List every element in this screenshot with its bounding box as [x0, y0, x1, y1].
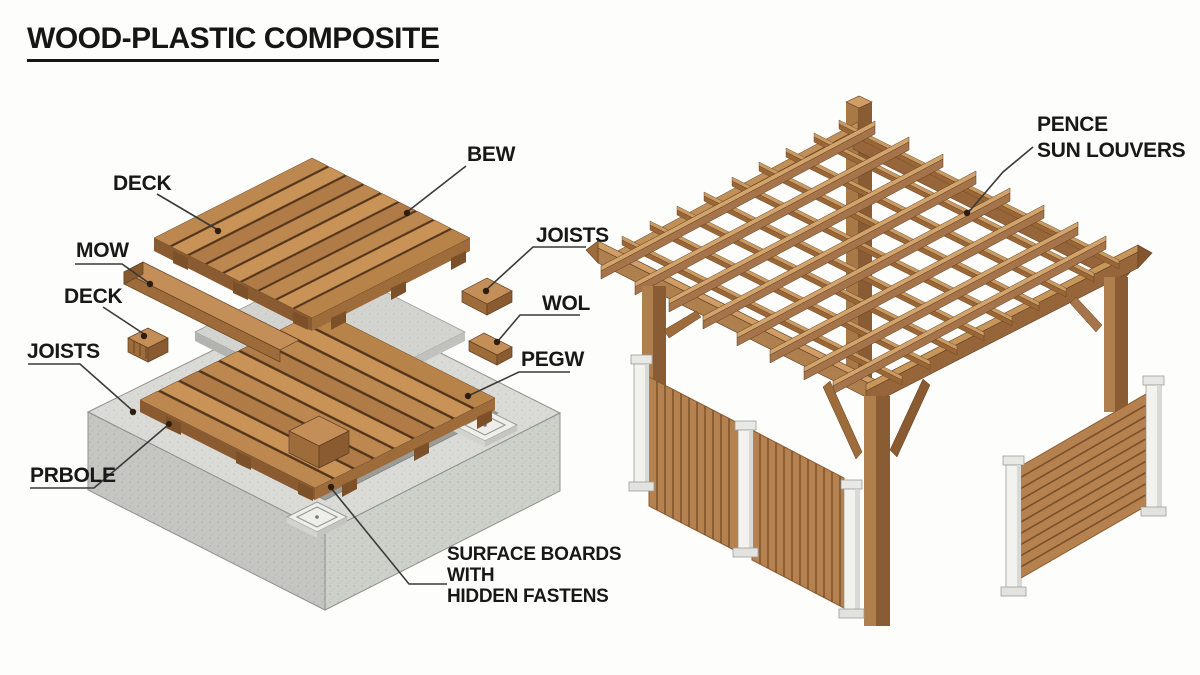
knee-brace: [822, 380, 863, 460]
wol-block: [468, 332, 513, 366]
label-bew: BEW: [467, 143, 516, 166]
pergola-front-post: [822, 378, 931, 626]
pergola-right-post: [1069, 277, 1128, 412]
pergola-sun-louvers: [600, 120, 1107, 395]
pergola-rafters: [621, 119, 1120, 386]
label-deck-block: DECK: [64, 285, 123, 308]
exploded-deck-illustration: [86, 157, 562, 611]
top-deck-feet: [173, 251, 466, 330]
fence-panel-left-1: [648, 376, 739, 553]
fence-slat-gaps: [759, 434, 841, 606]
pergola-left-post: [642, 286, 702, 400]
fence-panel-right: [1020, 393, 1147, 579]
fence-white-posts: [628, 354, 1167, 619]
knee-brace: [889, 378, 931, 458]
pergola-illustration: [585, 95, 1167, 626]
leader-dots: [129, 209, 971, 491]
mow-plank: [123, 261, 300, 363]
deck-end-block: [127, 327, 169, 363]
label-joists-right: JOISTS: [536, 224, 609, 247]
fence-panel-left-2: [751, 429, 845, 609]
white-post: [732, 420, 759, 558]
white-post: [838, 479, 865, 619]
leader-lines: [28, 146, 1034, 585]
white-post: [1140, 375, 1167, 517]
label-pegw: PEGW: [521, 348, 584, 371]
fence-slat-gaps: [1020, 404, 1147, 568]
label-surface-boards: SURFACE BOARDS WITH HIDDEN FASTENS: [447, 544, 622, 607]
lower-deck-feet: [166, 410, 492, 501]
joist-block: [461, 277, 513, 316]
fence-slat-gaps: [656, 381, 730, 548]
label-deck-top: DECK: [113, 172, 172, 195]
base-pedestal: [285, 501, 349, 538]
knee-brace: [663, 310, 702, 339]
label-prbole: PRBOLE: [30, 464, 116, 487]
label-pence-sun-louvers: PENCE SUN LOUVERS: [1037, 113, 1186, 162]
label-wol: WOL: [542, 292, 591, 315]
white-post: [1000, 455, 1027, 597]
top-deck-boards: [153, 157, 471, 331]
deck-cube-block: [288, 415, 350, 469]
page-title: WOOD-PLASTIC COMPOSITE: [27, 22, 440, 62]
knee-brace: [1069, 296, 1103, 333]
white-post: [628, 354, 655, 492]
label-mow: MOW: [76, 239, 129, 262]
lower-deck-boards: [139, 309, 496, 501]
label-joists-left: JOISTS: [27, 340, 100, 363]
